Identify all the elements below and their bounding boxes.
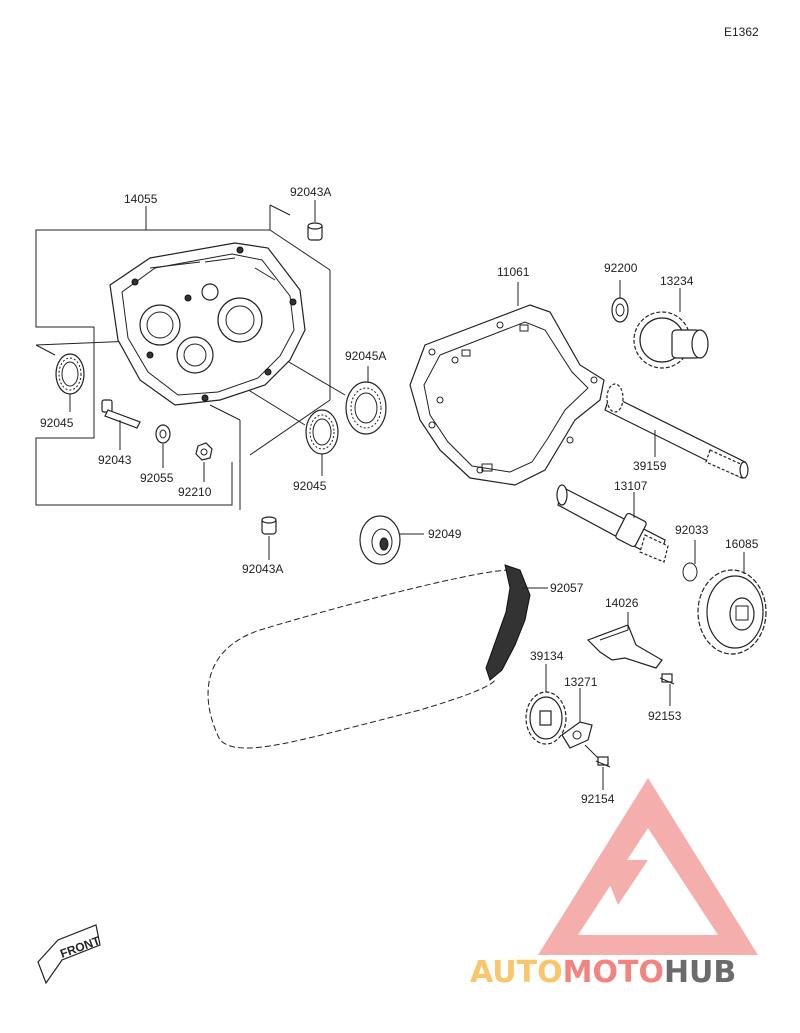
watermark-text: AUTOMOTOHUB [470,955,736,990]
watermark-logo: AUTOMOTOHUB [470,778,758,990]
sprocket-39134 [525,691,567,745]
shaft-39159 [604,383,749,479]
label-11061: 11061 [497,265,530,279]
label-92033: 92033 [675,523,709,537]
label-39134: 39134 [530,649,564,663]
gear-13234 [633,311,709,369]
bearing-92045-left [55,353,85,395]
label-92210: 92210 [178,485,212,499]
logo-m-shape [600,860,648,905]
label-13107: 13107 [614,479,648,493]
bolt-92153 [659,673,675,685]
label-92043A-bottom: 92043A [242,562,283,576]
label-16085: 16085 [725,537,759,551]
bolt-92043 [101,399,141,429]
washer-92055 [155,424,171,444]
gear-16085 [697,569,767,655]
front-arrow: FRONT [37,924,102,985]
washer-92200 [611,297,629,323]
bolt-92154 [595,756,611,768]
label-39159: 39159 [633,459,667,473]
label-14055: 14055 [124,192,158,206]
label-92200: 92200 [604,261,638,275]
label-92045-left: 92045 [40,416,74,430]
guard-14026 [586,624,663,669]
label-13234: 13234 [660,274,694,288]
label-92045A: 92045A [345,349,386,363]
crankcase-cover-14055 [109,242,306,406]
logo-triangle-inner [578,828,718,935]
oil-seal-92049 [359,515,401,565]
label-92045-mid: 92045 [293,479,327,493]
label-92043A-top: 92043A [290,185,331,199]
circlip-92033 [682,562,698,582]
plate-13271 [561,721,593,749]
shaft-13107 [556,484,669,563]
label-92153: 92153 [648,709,682,723]
bearing-92045A [345,381,387,435]
label-92057: 92057 [550,581,584,595]
dowel-pin-92043A-top [307,222,323,241]
leader-92154-to-plate [584,744,599,759]
chain-92057 [207,564,531,749]
label-92043: 92043 [98,453,132,467]
gasket-11061 [409,304,605,486]
diagram-id: E1362 [724,25,759,39]
bearing-92045-mid [305,409,339,455]
label-14026: 14026 [605,596,639,610]
label-92055: 92055 [140,471,174,485]
label-92049: 92049 [428,527,462,541]
label-13271: 13271 [564,675,598,689]
label-92154: 92154 [581,792,615,806]
nut-92210 [195,442,213,461]
dowel-pin-92043A-bottom [261,516,277,535]
